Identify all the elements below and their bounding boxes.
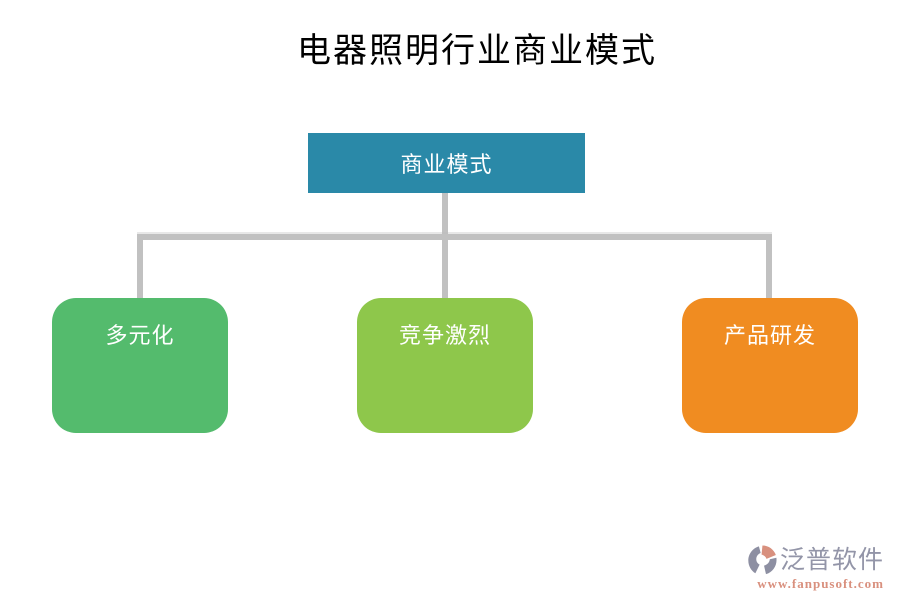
connector-vertical-right: [766, 234, 772, 298]
node-business-model-label: 商业模式: [400, 153, 493, 178]
node-diversification: 多元化: [52, 298, 228, 433]
watermark-brand-name: 泛普软件: [779, 545, 884, 574]
watermark-url: www.fanpusoft.com: [757, 576, 884, 591]
fanpu-swirl-logo-icon: [748, 545, 777, 575]
node-product-rd: 产品研发: [682, 298, 858, 433]
connector-horizontal: [137, 234, 772, 240]
node-fierce-competition-label: 竞争激烈: [398, 324, 491, 349]
node-fierce-competition: 竞争激烈: [357, 298, 533, 433]
connector-vertical-center: [442, 234, 448, 298]
node-diversification-label: 多元化: [105, 324, 175, 349]
connector-root-stub: [442, 193, 448, 240]
node-product-rd-label: 产品研发: [723, 324, 816, 349]
node-business-model: 商业模式: [308, 133, 585, 193]
diagram-title: 电器照明行业商业模式: [297, 31, 657, 71]
watermark: 泛普软件 www.fanpusoft.com: [747, 544, 884, 592]
connector-vertical-left: [137, 234, 143, 298]
